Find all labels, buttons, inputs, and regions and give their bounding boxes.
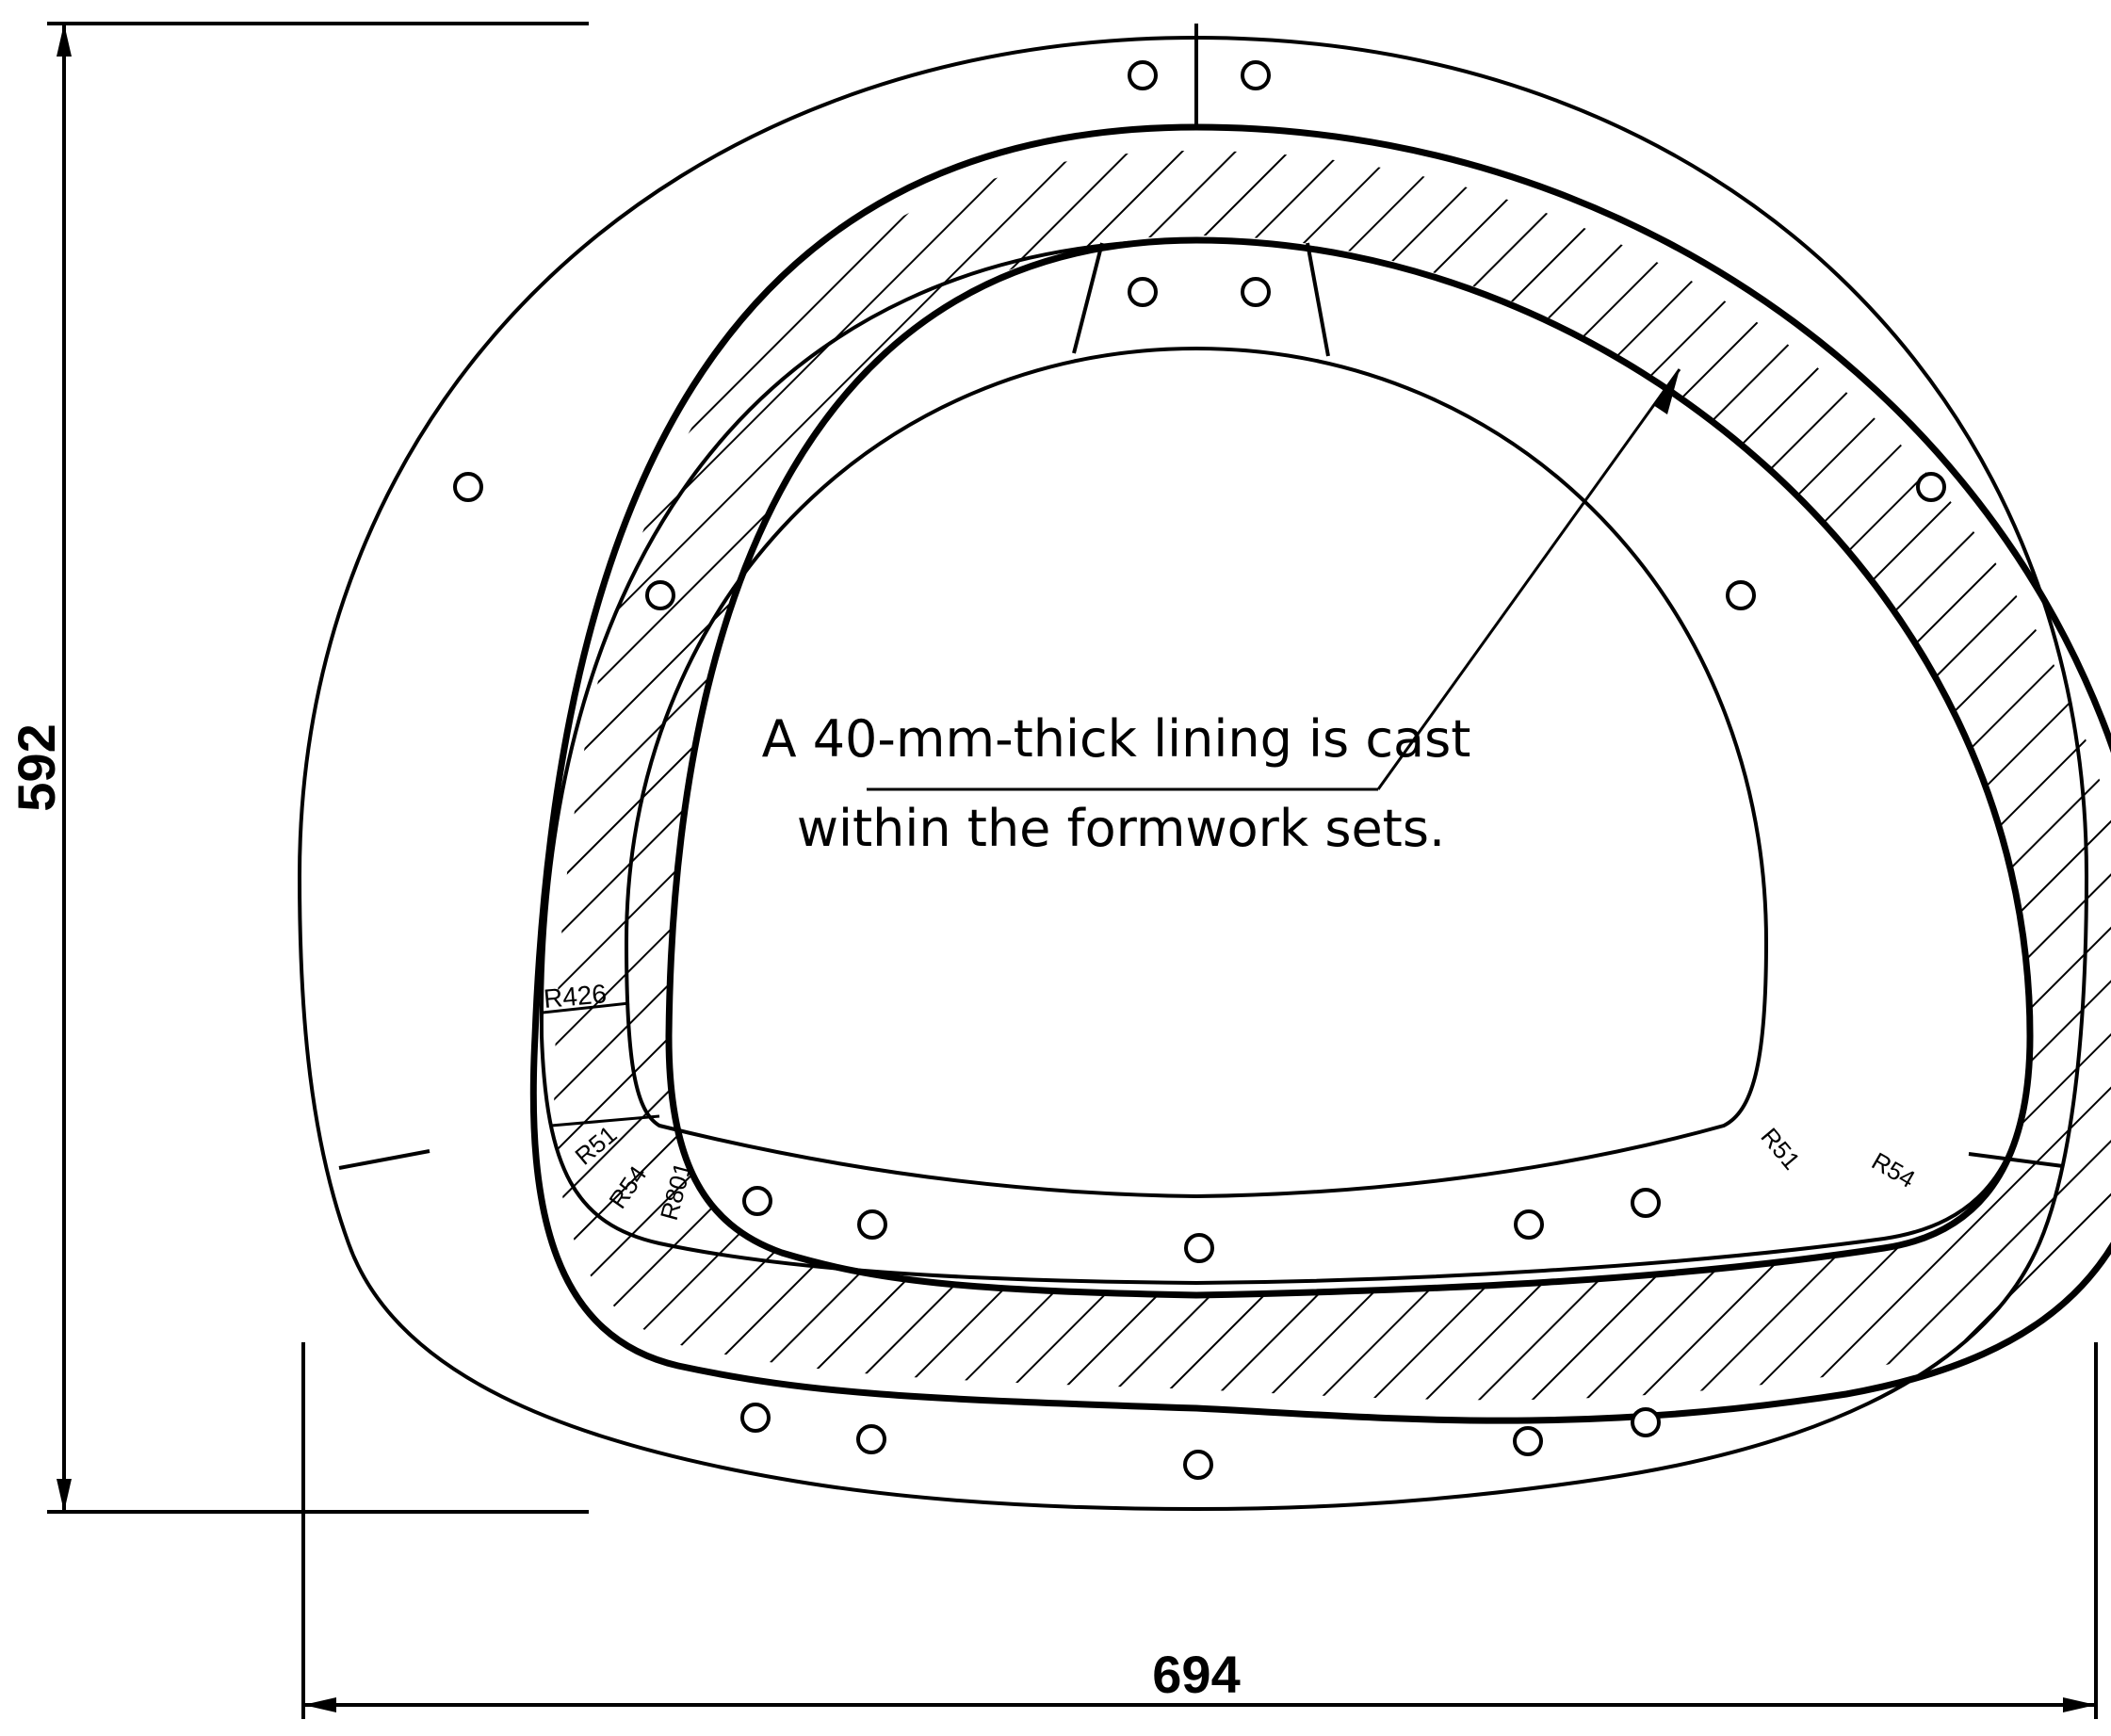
bolt-hole bbox=[1726, 580, 1756, 610]
left-corner-line bbox=[550, 1114, 660, 1128]
bolt-hole bbox=[740, 1403, 771, 1433]
bottom-arrow bbox=[57, 1479, 72, 1512]
annotation-leader bbox=[867, 368, 1681, 791]
lining-outer-edge bbox=[529, 123, 2111, 1424]
bolt-hole bbox=[1128, 277, 1158, 307]
annotation-line-1: A 40-mm-thick lining is cast bbox=[762, 709, 1471, 769]
bolt-hole bbox=[857, 1209, 887, 1240]
left-haunch-line bbox=[542, 1001, 630, 1014]
bolt-holes bbox=[453, 60, 1946, 1480]
lining-ring bbox=[160, 0, 2111, 1736]
bolt-hole bbox=[1514, 1209, 1544, 1240]
bolt-hole bbox=[1631, 1188, 1661, 1218]
left-joint-line bbox=[338, 1149, 430, 1170]
right-joint-line bbox=[1968, 1152, 2064, 1168]
height-label: 592 bbox=[7, 723, 66, 811]
bolt-hole bbox=[856, 1424, 886, 1454]
bolt-hole bbox=[1128, 60, 1158, 90]
radius-label-r426: R426 bbox=[543, 979, 608, 1014]
leader-diagonal bbox=[1376, 368, 1681, 790]
bolt-hole bbox=[1184, 1233, 1214, 1263]
bolt-hole bbox=[1631, 1407, 1661, 1437]
top-arrow bbox=[57, 24, 72, 57]
leader-arrowhead bbox=[1653, 369, 1680, 414]
bolt-hole bbox=[1513, 1426, 1543, 1456]
inner-formwork-outer bbox=[539, 237, 2033, 1286]
bolt-hole bbox=[742, 1186, 772, 1216]
bolt-hole bbox=[453, 472, 483, 502]
bolt-hole bbox=[1183, 1450, 1213, 1480]
inner-opening bbox=[624, 346, 1769, 1199]
bolt-hole bbox=[1916, 472, 1946, 502]
crown-key-segment bbox=[1072, 242, 1330, 357]
lining-hatch bbox=[160, 0, 2111, 1736]
bolt-hole bbox=[645, 580, 675, 610]
annotation-line-2: within the formwork sets. bbox=[797, 799, 1445, 858]
bolt-hole bbox=[1241, 60, 1271, 90]
bolt-hole bbox=[1241, 277, 1271, 307]
